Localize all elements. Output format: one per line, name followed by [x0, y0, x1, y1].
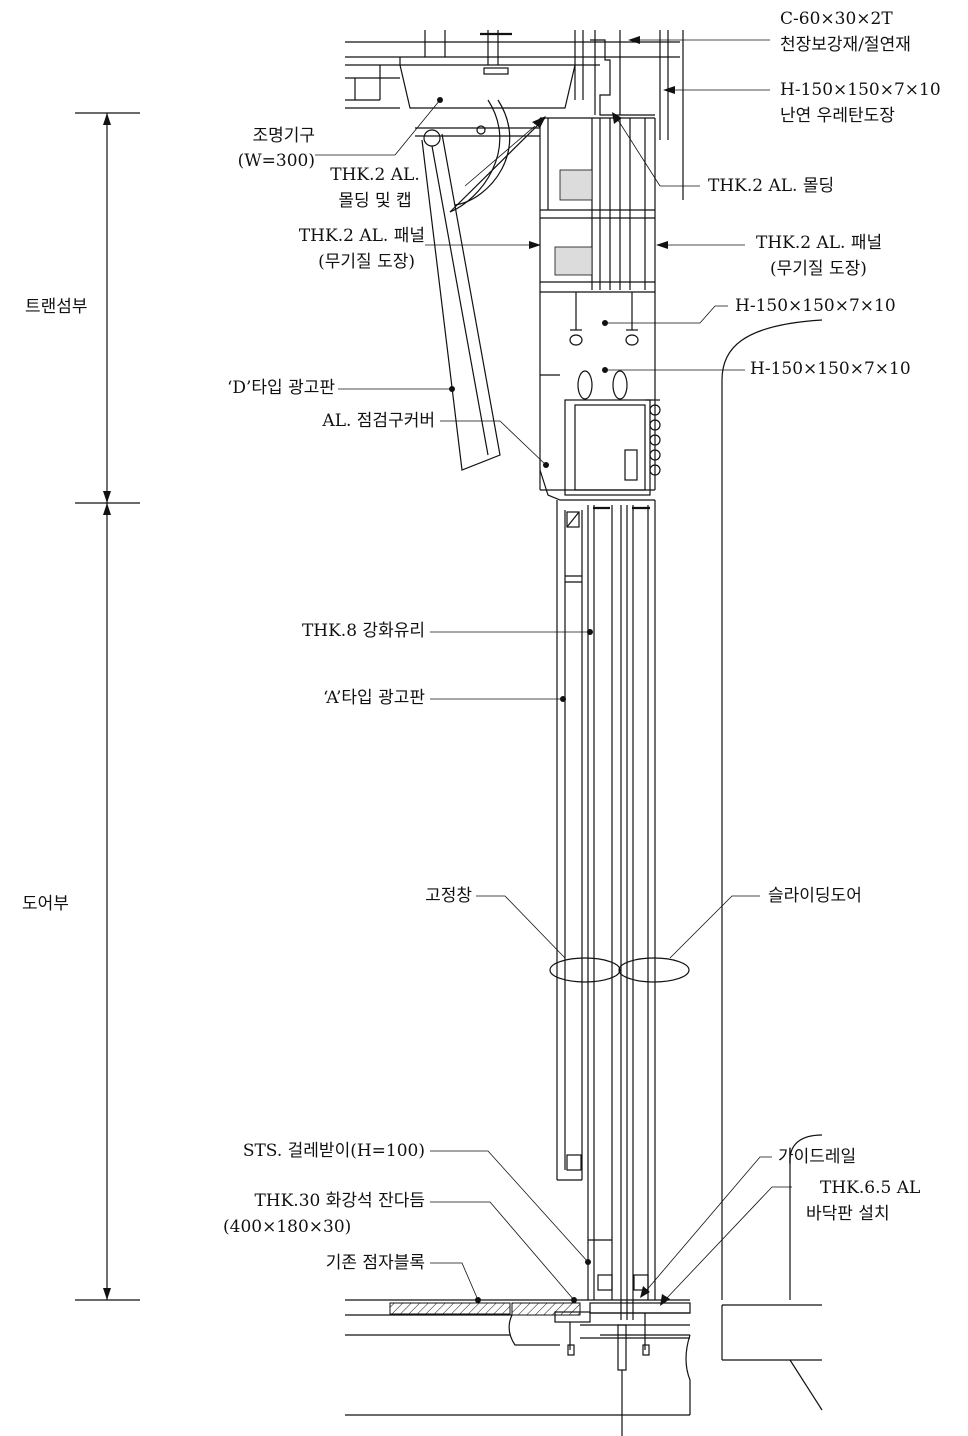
- label-molding-cap-2: 몰딩 및 캡: [338, 191, 412, 211]
- label-tempered-glass: THK.8 강화유리: [301, 621, 425, 641]
- label-panel-right-2: (무기질 도장): [770, 259, 867, 279]
- label-lighting: 조명기구: [252, 126, 315, 146]
- label-h-beam-mid1: H-150×150×7×10: [735, 296, 896, 316]
- label-guide-rail: 가이드레일: [778, 1147, 857, 1167]
- label-panel-left-2: (무기질 도장): [318, 252, 415, 272]
- label-granite-2: (400×180×30): [223, 1217, 352, 1237]
- label-granite-1: THK.30 화강석 잔다듬: [254, 1191, 425, 1211]
- label-a-type-ad: ‘A’타입 광고판: [323, 688, 425, 708]
- label-floor-plate-1: THK.6.5 AL: [820, 1178, 921, 1198]
- label-h-beam-top: H-150×150×7×10: [780, 80, 941, 100]
- label-lighting-width: (W=300): [237, 151, 315, 171]
- label-tactile-block: 기존 점자블록: [325, 1253, 425, 1273]
- ceiling-framing: [345, 30, 684, 213]
- label-sliding-door: 슬라이딩도어: [768, 886, 862, 906]
- label-urethane-coating: 난연 우레탄도장: [780, 106, 895, 126]
- label-inspection-cover: AL. 점검구커버: [322, 411, 435, 431]
- label-panel-left-1: THK.2 AL. 패널: [298, 226, 425, 246]
- label-molding-cap-1: THK.2 AL.: [330, 165, 420, 185]
- label-fixed-window: 고정창: [425, 886, 472, 906]
- d-type-ad-panel: [421, 129, 501, 471]
- label-transom-zone: 트랜섬부: [25, 297, 88, 317]
- label-h-beam-mid2: H-150×150×7×10: [750, 359, 911, 379]
- label-ceiling-reinforcement: 천장보강재/절연재: [780, 35, 911, 55]
- transom-assembly: [539, 117, 661, 510]
- label-sts-baseboard: STS. 걸레받이(H=100): [242, 1141, 425, 1161]
- label-c-channel: C-60×30×2T: [780, 9, 893, 29]
- label-floor-plate-2: 바닥판 설치: [806, 1204, 890, 1224]
- dimension-lines: [75, 112, 140, 1301]
- floor-section: [345, 1299, 691, 1436]
- label-door-zone: 도어부: [22, 894, 69, 914]
- label-d-type-ad: ‘D’타입 광고판: [226, 378, 335, 398]
- label-molding-right: THK.2 AL. 몰딩: [708, 176, 835, 196]
- label-panel-right-1: THK.2 AL. 패널: [756, 233, 883, 253]
- door-assembly: [549, 500, 690, 1320]
- leader-lines: [315, 36, 792, 1306]
- right-structure: [721, 319, 823, 1411]
